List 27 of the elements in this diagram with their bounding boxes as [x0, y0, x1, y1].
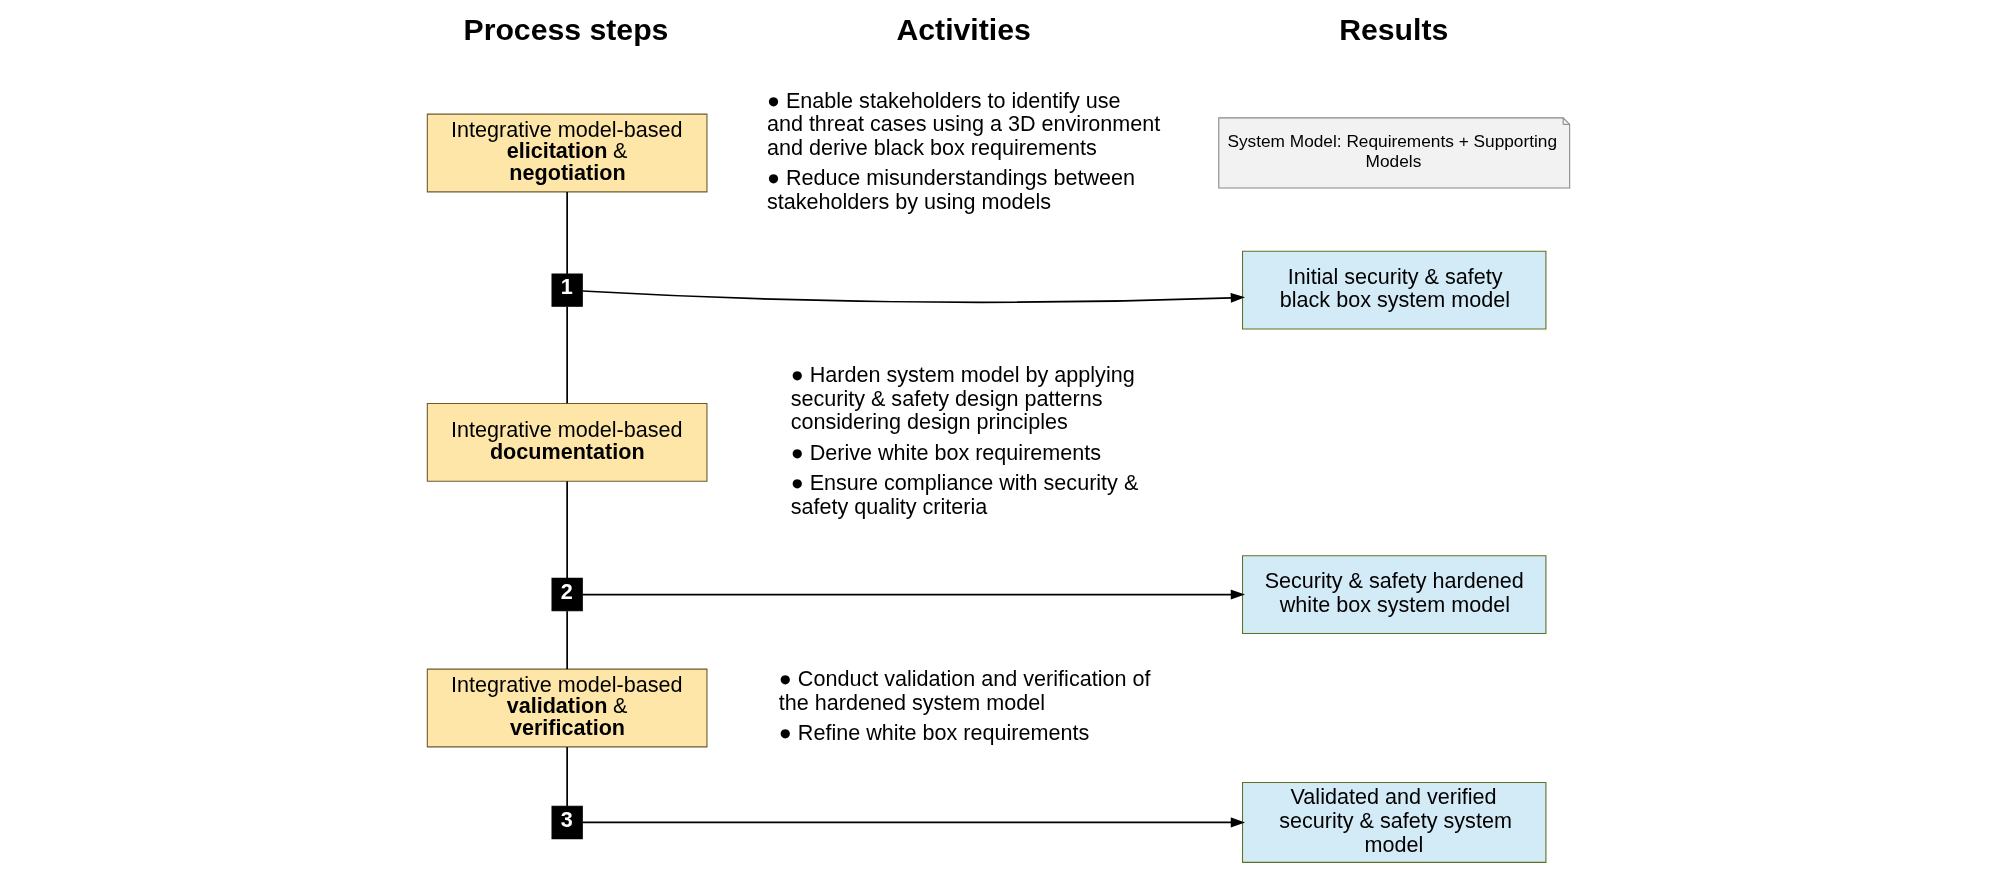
label: Results [1338, 13, 1448, 47]
node-box: Validated and verified security & safety system model [1241, 781, 1546, 863]
label: Activities [895, 13, 1031, 47]
label: ● Enable stakeholders to identify use and threat cases using a 3D environment and derive black box requirements [766, 87, 1160, 161]
label: ● Reduce misunderstandings between stakeholders by using models [766, 165, 1135, 215]
label: ● Conduct validation and verification of the hardened system model [778, 666, 1150, 716]
arrow [581, 290, 1245, 304]
connector [565, 610, 568, 670]
node-box: 2 [551, 577, 583, 612]
connector [565, 746, 568, 807]
connector [565, 305, 568, 405]
connector [565, 191, 568, 275]
node-box: 3 [551, 805, 583, 840]
connector [565, 480, 568, 580]
node-box: Security & safety hardened white box system model [1241, 555, 1546, 634]
node-box: Initial security & safety black box system model [1241, 250, 1546, 330]
node-box: Integrative model-based elicitation & negotiation [426, 113, 707, 193]
label: ● Derive white box requirements [790, 439, 1101, 465]
node-box: Integrative model-based documentation [426, 402, 707, 482]
node-box: Integrative model-based validation & verification [426, 668, 707, 748]
node-box: 1 [551, 273, 583, 307]
label: ● Harden system model by applying security & safety design patterns considering design principles [790, 361, 1135, 435]
label: ● Ensure compliance with security & safety quality criteria [790, 469, 1138, 519]
label: Process steps [462, 13, 668, 47]
arrow [581, 589, 1245, 600]
label: ● Refine white box requirements [778, 720, 1089, 746]
arrow [581, 817, 1245, 828]
